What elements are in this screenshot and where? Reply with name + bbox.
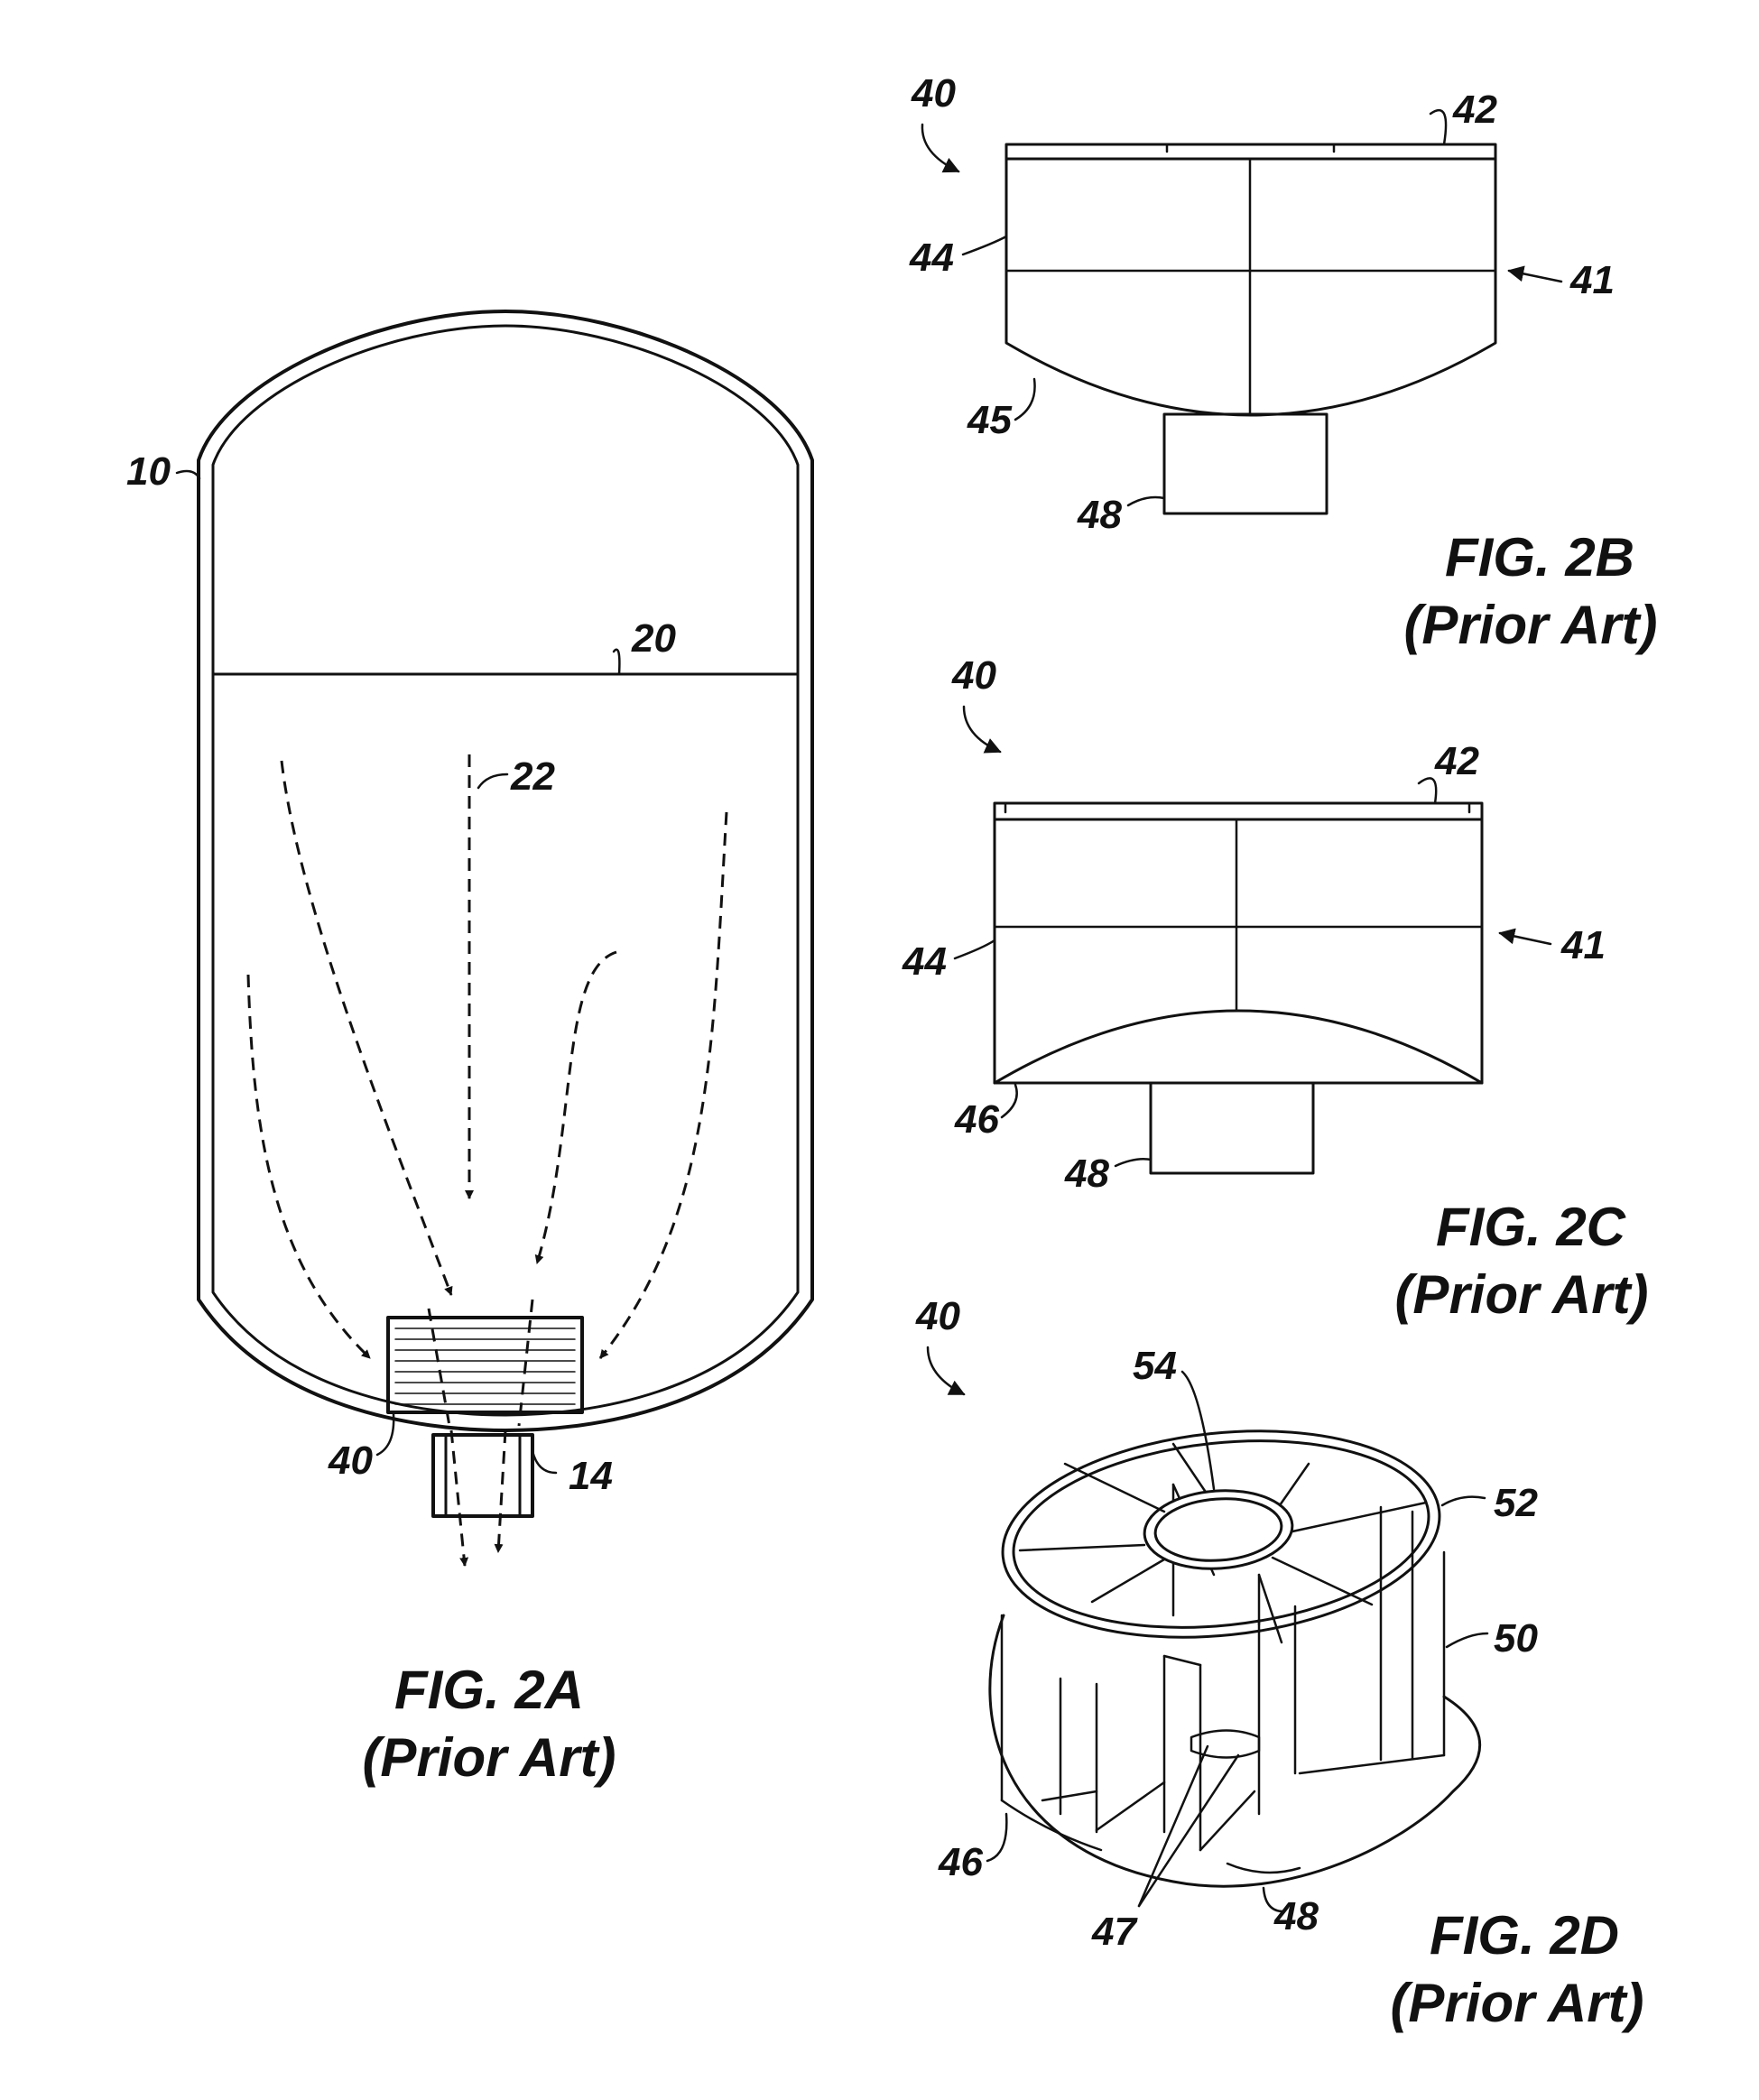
label-convex-bottom: 45: [967, 398, 1012, 442]
body-cylinder: [995, 819, 1482, 1083]
bottom-stem: [1227, 1864, 1300, 1873]
label-top-plate: 42: [1452, 88, 1497, 132]
label-inner-ring: 54: [1133, 1344, 1177, 1388]
label-stem: 48: [1273, 1894, 1319, 1938]
fig-2b-caption: FIG. 2B: [1445, 527, 1634, 587]
base-disc: [990, 1615, 1480, 1886]
outlet-pipe: [433, 1430, 532, 1566]
flow-arrows: [248, 754, 727, 1358]
label-filter: 40: [328, 1439, 373, 1483]
label-body: 41: [1560, 923, 1606, 967]
fig-2c-subcaption: (Prior Art): [1394, 1264, 1648, 1325]
label-side-wall: 44: [909, 236, 954, 280]
label-assembly: 40: [915, 1294, 960, 1338]
fig-2a-caption: FIG. 2A: [394, 1660, 584, 1720]
label-assembly: 40: [951, 653, 996, 698]
label-side-wall: 44: [902, 939, 947, 984]
top-plate: [995, 803, 1482, 819]
tank-vessel: [199, 311, 812, 1430]
stem: [1164, 414, 1327, 513]
label-flow: 22: [510, 754, 555, 799]
label-top-plate: 42: [1434, 739, 1479, 783]
fig-2c: 40 42 44 41 46 48 FIG. 2C (Prior Art): [902, 653, 1649, 1325]
top-plate: [1006, 144, 1495, 159]
label-outer-ring: 52: [1494, 1481, 1538, 1525]
fig-2a-subcaption: (Prior Art): [362, 1727, 616, 1788]
label-stem: 48: [1064, 1152, 1109, 1196]
label-bottom: 46: [938, 1840, 983, 1884]
label-assembly: 40: [911, 71, 956, 116]
label-body: 41: [1569, 258, 1615, 302]
label-outlet: 14: [569, 1454, 613, 1498]
fig-2c-caption: FIG. 2C: [1436, 1197, 1627, 1257]
filter-perspective: [990, 1411, 1480, 1886]
fig-2d-subcaption: (Prior Art): [1390, 1973, 1643, 2033]
stem: [1151, 1083, 1313, 1173]
fig-2d: 40: [915, 1294, 1644, 2033]
label-concave-bottom: 46: [954, 1097, 999, 1142]
fig-2b-subcaption: (Prior Art): [1403, 595, 1657, 655]
fig-2a: 10 20 22 40 14 FIG. 2A (Prior Art): [126, 311, 812, 1788]
label-stem: 48: [1077, 493, 1122, 537]
label-vane-wall: 50: [1494, 1616, 1538, 1661]
body-cylinder: [1006, 159, 1495, 415]
fig-2b: 40 42 44 41 45 48 FIG. 2B (Prior Art): [909, 71, 1658, 655]
label-opening: 47: [1091, 1910, 1138, 1954]
fig-2d-caption: FIG. 2D: [1430, 1905, 1619, 1966]
label-tank: 10: [126, 449, 171, 494]
label-liquid-level: 20: [631, 616, 676, 661]
